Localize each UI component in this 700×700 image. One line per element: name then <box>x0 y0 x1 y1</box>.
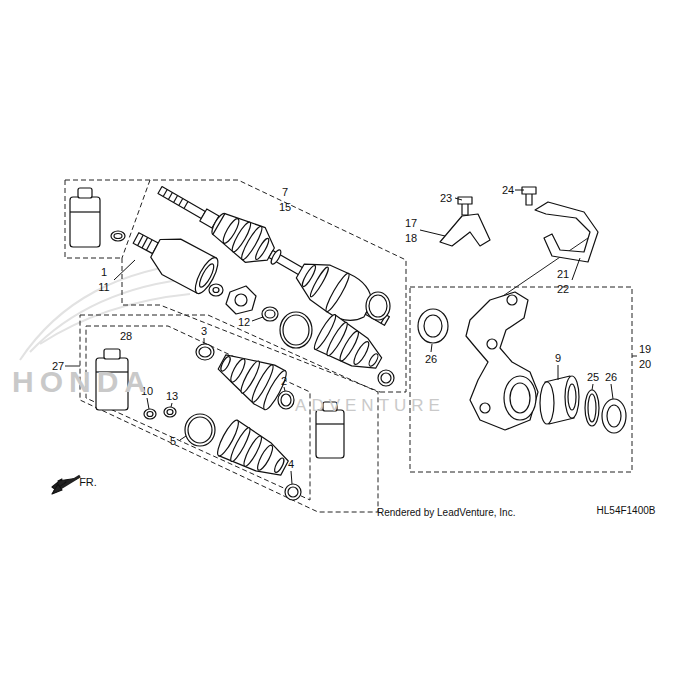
callout-number: 26 <box>425 354 437 365</box>
callout-number: 19 <box>639 344 651 355</box>
callout-number: 15 <box>279 202 291 213</box>
callout-number: 3 <box>201 326 207 337</box>
callout-number: 23 <box>440 193 452 204</box>
callout-number: 13 <box>166 391 178 402</box>
watermark: ADVENTURE <box>295 397 445 414</box>
callout-number: 18 <box>405 233 417 244</box>
callout-number: 5 <box>170 436 176 447</box>
callout-number: 1 <box>101 267 107 278</box>
callout-number: 17 <box>405 218 417 229</box>
watermark: HONDA <box>12 367 152 397</box>
callout-number: 11 <box>98 282 109 293</box>
callout-number: 24 <box>502 185 514 196</box>
callout-number: 2 <box>281 376 287 387</box>
callout-number: 9 <box>555 353 561 364</box>
callout-number: 12 <box>238 317 250 328</box>
direction-label: FR. <box>79 477 97 488</box>
callout-number: 7 <box>282 187 288 198</box>
callout-number: 22 <box>557 284 569 295</box>
callout-number: 26 <box>605 372 617 383</box>
callout-number: 21 <box>557 269 569 280</box>
callout-number: 4 <box>288 459 294 470</box>
footer-credit: Rendered by LeadVenture, Inc. <box>377 508 515 518</box>
diagram-code: HL54F1400B <box>597 506 656 516</box>
callout-number: 20 <box>639 359 651 370</box>
callout-number: 28 <box>120 331 132 342</box>
callout-number: 25 <box>587 372 599 383</box>
